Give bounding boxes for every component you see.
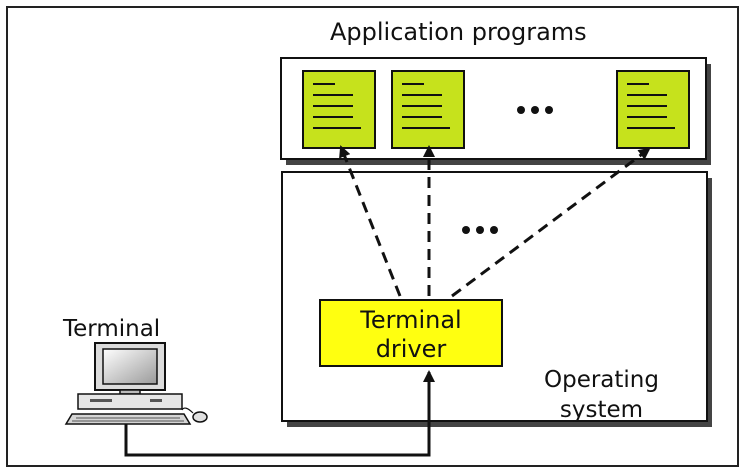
terminal-computer-icon bbox=[64, 342, 208, 425]
terminal-driver-label: Terminal driver bbox=[320, 306, 502, 364]
operating-system-label: Operating system bbox=[544, 365, 659, 425]
dashed-arrow-to-program-3 bbox=[451, 147, 651, 298]
terminal-connection-line bbox=[124, 370, 435, 457]
driver-label-line1: Terminal bbox=[360, 306, 462, 334]
os-label-line1: Operating bbox=[544, 367, 659, 393]
dashed-arrow-to-program-1 bbox=[339, 145, 402, 297]
os-label-line2: system bbox=[559, 397, 644, 423]
terminal-label: Terminal bbox=[63, 316, 161, 342]
ellipsis-dots-os bbox=[462, 226, 498, 234]
program-doc-2 bbox=[391, 70, 465, 149]
application-programs-title: Application programs bbox=[330, 18, 587, 46]
program-doc-3 bbox=[616, 70, 690, 149]
terminal-driver-box bbox=[319, 299, 503, 367]
program-doc-1 bbox=[302, 70, 376, 149]
driver-label-line2: driver bbox=[375, 335, 447, 363]
os-box bbox=[281, 171, 708, 422]
ellipsis-dots-apps bbox=[517, 106, 553, 114]
